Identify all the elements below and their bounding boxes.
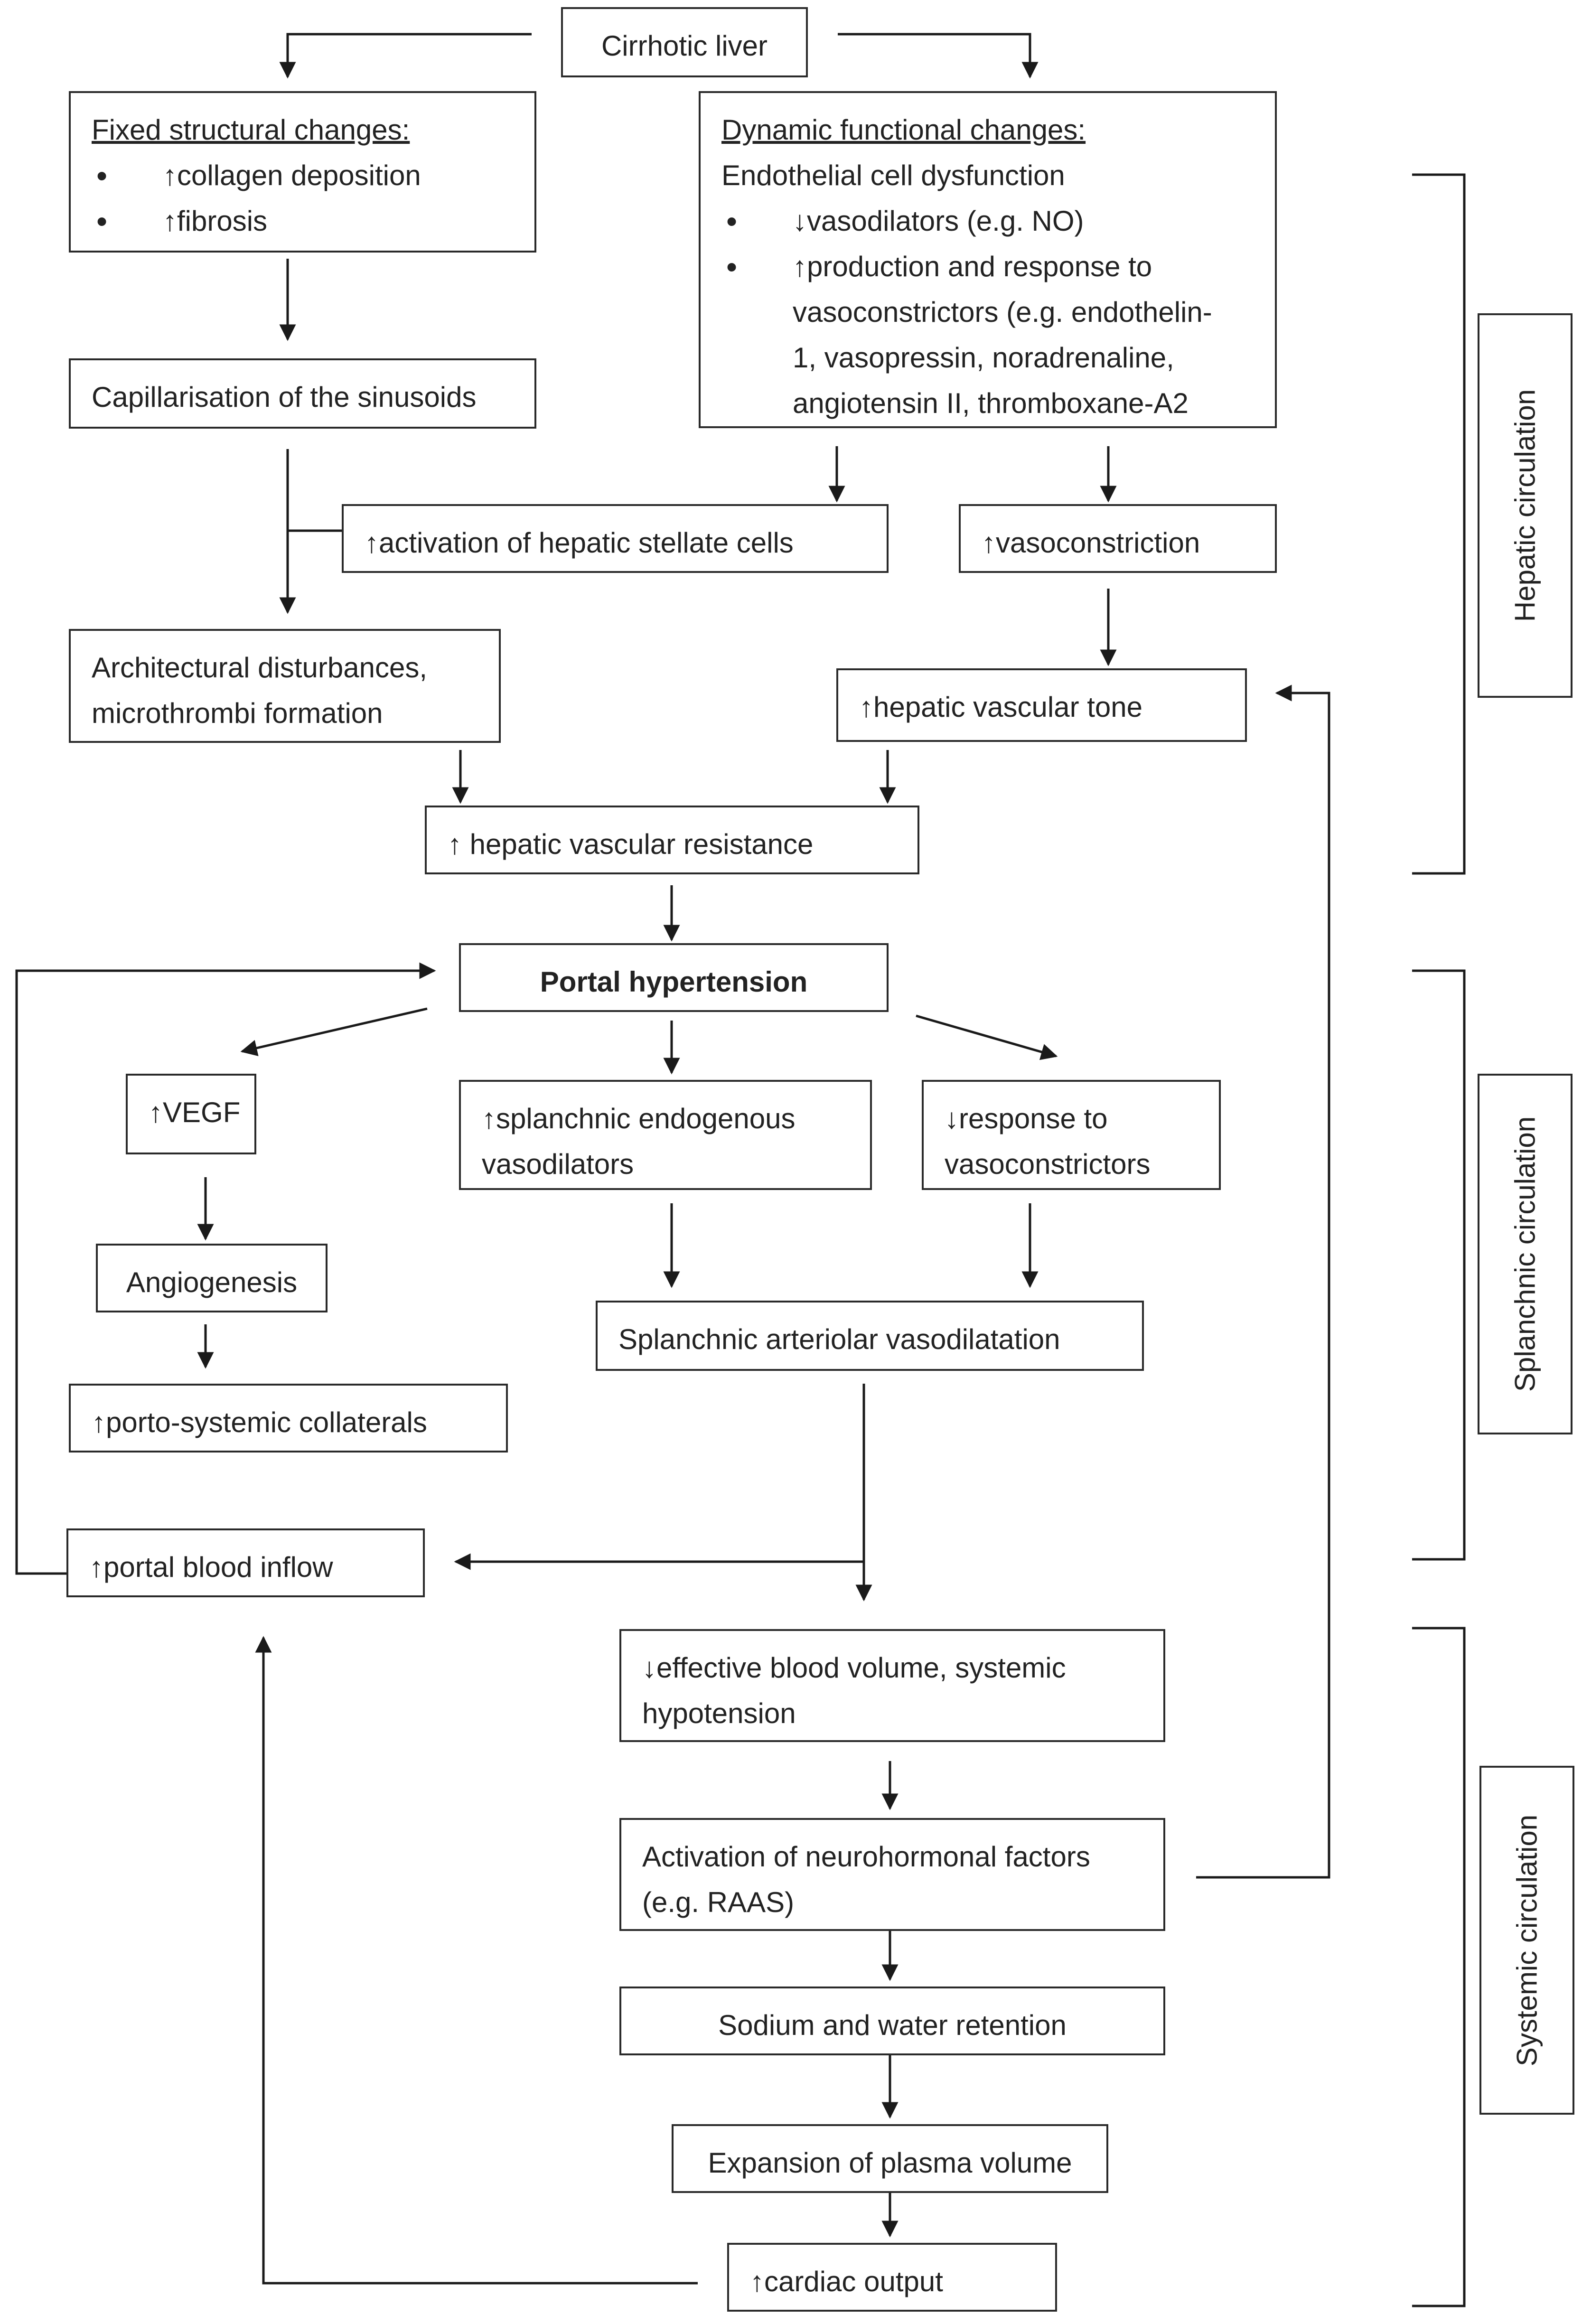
splanchnic-circulation-label: Splanchnic circulation (1509, 1116, 1541, 1392)
sodium-water-retention-box: Sodium and water retention (619, 1987, 1165, 2055)
capillarisation-box: Capillarisation of the sinusoids (69, 358, 536, 429)
arrow-neurohormonal-to-tone (1196, 684, 1330, 1879)
splanchnic-vasodilatation-label: Splanchnic arteriolar vasodilatation (618, 1323, 1060, 1355)
neurohormonal-line-2: (e.g. RAAS) (642, 1886, 795, 1918)
architectural-disturbances-box: Architectural disturbances, microthrombi… (69, 629, 501, 743)
portal-hypertension-label: Portal hypertension (540, 966, 808, 998)
dynamic-item-vasoconstrictors-cont: vasoconstrictors (e.g. endothelin- (793, 296, 1212, 328)
response-vasoconstrictors-line-1: ↓response to (945, 1103, 1108, 1134)
porto-systemic-collaterals-label: ↑porto-systemic collaterals (92, 1406, 427, 1438)
dynamic-item-vasoconstrictors-cont: 1, vasopressin, noradrenaline, (793, 342, 1174, 374)
effective-blood-volume-box: ↓effective blood volume, systemic hypote… (619, 1629, 1165, 1742)
cirrhotic-liver-box: Cirrhotic liver (561, 7, 808, 77)
hepatic-vascular-resistance-label: ↑ hepatic vascular resistance (448, 828, 814, 860)
splanchnic-vasodilatation-box: Splanchnic arteriolar vasodilatation (596, 1301, 1144, 1371)
effective-blood-volume-line-2: hypotension (642, 1697, 796, 1729)
vegf-box: ↑VEGF (126, 1074, 256, 1154)
plasma-volume-label: Expansion of plasma volume (708, 2147, 1072, 2179)
hepatic-vascular-tone-label: ↑hepatic vascular tone (859, 691, 1143, 723)
arrow-inflow-feedback-to-portal (15, 962, 436, 1575)
neurohormonal-factors-box: Activation of neurohormonal factors (e.g… (619, 1818, 1165, 1931)
response-vasoconstrictors-box: ↓response to vasoconstrictors (922, 1080, 1221, 1190)
cardiac-output-box: ↑cardiac output (727, 2243, 1057, 2312)
dynamic-subtitle: Endothelial cell dysfunction (721, 159, 1065, 191)
bracket-systemic (1412, 1627, 1466, 2307)
portal-hypertension-box: Portal hypertension (459, 943, 889, 1012)
fixed-structural-changes-box: Fixed structural changes: ↑collagen depo… (69, 91, 536, 253)
fixed-item-collagen: ↑collagen deposition (92, 153, 514, 198)
bracket-hepatic (1412, 173, 1466, 875)
hepatic-circulation-label: Hepatic circulation (1509, 389, 1541, 622)
angiogenesis-box: Angiogenesis (96, 1244, 328, 1312)
splanchnic-vasodilators-line-1: ↑splanchnic endogenous (482, 1103, 796, 1134)
stellate-cells-label: ↑activation of hepatic stellate cells (365, 527, 794, 559)
splanchnic-vasodilators-line-2: vasodilators (482, 1148, 634, 1180)
architectural-line-2: microthrombi formation (92, 697, 383, 729)
fixed-title: Fixed structural changes: (92, 114, 410, 146)
arrow-portal-to-vegf (240, 1007, 428, 1056)
dynamic-item-vasoconstrictors: ↑production and response to (721, 244, 1254, 290)
vasoconstriction-label: ↑vasoconstriction (982, 527, 1200, 559)
bracket-splanchnic (1412, 969, 1466, 1561)
splanchnic-circulation-label-box: Splanchnic circulation (1478, 1074, 1573, 1434)
cirrhotic-liver-label: Cirrhotic liver (601, 30, 768, 62)
effective-blood-volume-line-1: ↓effective blood volume, systemic (642, 1652, 1066, 1684)
porto-systemic-collaterals-box: ↑porto-systemic collaterals (69, 1384, 508, 1452)
angiogenesis-label: Angiogenesis (126, 1266, 298, 1298)
fixed-item-fibrosis: ↑fibrosis (92, 198, 514, 244)
capillarisation-label: Capillarisation of the sinusoids (92, 381, 477, 413)
portal-blood-inflow-box: ↑portal blood inflow (66, 1528, 425, 1597)
arrow-cirrhotic-to-fixed (279, 33, 532, 79)
arrow-cirrhotic-to-dynamic (838, 33, 1039, 79)
plasma-volume-box: Expansion of plasma volume (672, 2124, 1108, 2193)
vasoconstriction-box: ↑vasoconstriction (959, 504, 1277, 573)
cardiac-output-label: ↑cardiac output (750, 2266, 943, 2297)
stellate-cells-box: ↑activation of hepatic stellate cells (342, 504, 889, 573)
systemic-circulation-label: Systemic circulation (1511, 1814, 1543, 2066)
dynamic-functional-changes-box: Dynamic functional changes: Endothelial … (699, 91, 1277, 428)
sodium-water-retention-label: Sodium and water retention (718, 2009, 1067, 2041)
dynamic-item-vasodilators: ↓vasodilators (e.g. NO) (721, 198, 1254, 244)
hepatic-vascular-tone-box: ↑hepatic vascular tone (836, 668, 1247, 742)
hepatic-vascular-resistance-box: ↑ hepatic vascular resistance (425, 806, 919, 874)
neurohormonal-line-1: Activation of neurohormonal factors (642, 1841, 1090, 1873)
portal-blood-inflow-label: ↑portal blood inflow (89, 1551, 333, 1583)
hepatic-circulation-label-box: Hepatic circulation (1478, 313, 1573, 698)
systemic-circulation-label-box: Systemic circulation (1479, 1766, 1574, 2115)
vegf-label: ↑VEGF (149, 1096, 241, 1128)
architectural-line-1: Architectural disturbances, (92, 652, 427, 684)
dynamic-title: Dynamic functional changes: (721, 114, 1086, 146)
arrow-portal-to-response (916, 1014, 1058, 1060)
response-vasoconstrictors-line-2: vasoconstrictors (945, 1148, 1151, 1180)
dynamic-item-vasoconstrictors-cont: angiotensin II, thromboxane-A2 (793, 387, 1189, 419)
splanchnic-vasodilators-box: ↑splanchnic endogenous vasodilators (459, 1080, 872, 1190)
arrow-cardiac-to-portal-inflow (255, 1636, 698, 2285)
